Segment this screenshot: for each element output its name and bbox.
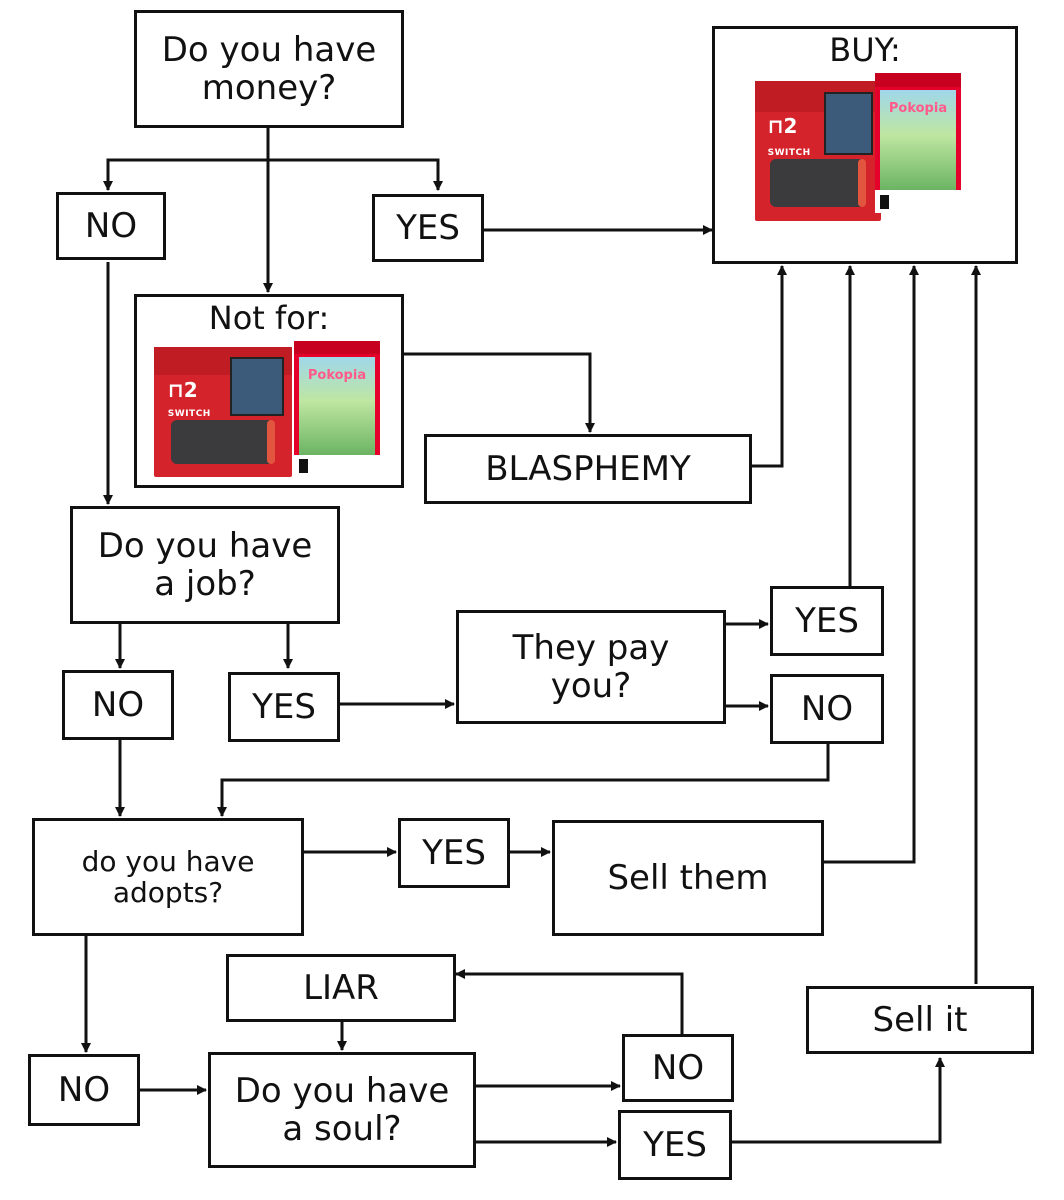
node-label: Not for: (208, 299, 330, 337)
node-buy: BUY: ⊓2 SWITCH Pokopia (712, 26, 1018, 264)
switch-2-console-box-image: ⊓2 SWITCH (154, 346, 292, 477)
node-pay-question: They pay you? (456, 610, 726, 724)
node-soul-question: Do you have a soul? (208, 1052, 476, 1168)
switch-2-console-box-image: ⊓2 SWITCH (755, 80, 881, 221)
node-label: Do you have money? (161, 29, 377, 108)
node-label: BLASPHEMY (485, 448, 691, 489)
node-sell-it: Sell it (806, 986, 1034, 1054)
node-soul-no: NO (622, 1034, 734, 1102)
arrow-money-to-yes (268, 158, 443, 191)
switch-logo-icon: ⊓2 (767, 114, 798, 139)
node-label: NO (91, 684, 145, 725)
node-label: Sell them (607, 857, 769, 898)
switch-box-label: SWITCH (167, 409, 211, 420)
product-image-group: ⊓2 SWITCH Pokopia (755, 72, 975, 223)
node-label: YES (252, 686, 316, 727)
node-label: BUY: (829, 31, 901, 69)
node-label: LIAR (303, 967, 379, 1008)
pokemon-game-box-image: Pokopia (875, 72, 961, 213)
node-job-question: Do you have a job? (70, 506, 340, 624)
pokemon-game-box-image: Pokopia (294, 340, 380, 477)
node-adopts-question: do you have adopts? (32, 818, 304, 936)
node-label: YES (643, 1124, 707, 1165)
node-soul-yes: YES (618, 1110, 732, 1180)
product-image-group: ⊓2 SWITCH Pokopia (154, 340, 384, 481)
node-label: Do you have a soul? (234, 1070, 450, 1149)
arrow-soulno-to-liar (455, 969, 684, 1034)
node-money-question: Do you have money? (134, 10, 404, 128)
arrow-soulyes-to-sellit (732, 1057, 945, 1144)
node-label: NO (800, 688, 854, 729)
node-pay-yes: YES (770, 586, 884, 656)
node-money-yes: YES (372, 194, 484, 262)
switch-box-label: SWITCH (767, 148, 811, 159)
arrow-notfor-to-blasphemy (404, 352, 595, 433)
node-not-for: Not for: ⊓2 SWITCH Pokopia (134, 294, 404, 488)
node-liar: LIAR (226, 954, 456, 1022)
game-title: Pokopia (888, 100, 948, 116)
node-label: YES (396, 207, 460, 248)
node-label: NO (651, 1047, 705, 1088)
node-pay-no: NO (770, 674, 884, 744)
node-label: YES (795, 600, 859, 641)
node-label: Do you have a job? (97, 525, 313, 604)
node-label: NO (57, 1069, 111, 1110)
arrow-sellthem-to-buy (822, 265, 919, 864)
node-label: NO (84, 205, 138, 246)
switch-logo-icon: ⊓2 (167, 378, 198, 403)
node-label: Sell it (872, 999, 968, 1040)
node-blasphemy: BLASPHEMY (424, 434, 752, 504)
arrow-blasphemy-to-buy (752, 265, 787, 468)
arrow-payno-to-adopts (217, 742, 830, 817)
node-label: YES (422, 832, 486, 873)
node-label: do you have adopts? (81, 844, 255, 909)
node-money-no: NO (56, 192, 166, 260)
node-adopts-no: NO (28, 1054, 140, 1126)
node-job-yes: YES (228, 672, 340, 742)
arrow-money-to-no (103, 128, 270, 191)
node-label: They pay you? (512, 627, 670, 706)
game-title: Pokopia (307, 368, 367, 384)
node-job-no: NO (62, 670, 174, 740)
node-sell-them: Sell them (552, 820, 824, 936)
node-adopts-yes: YES (398, 818, 510, 888)
